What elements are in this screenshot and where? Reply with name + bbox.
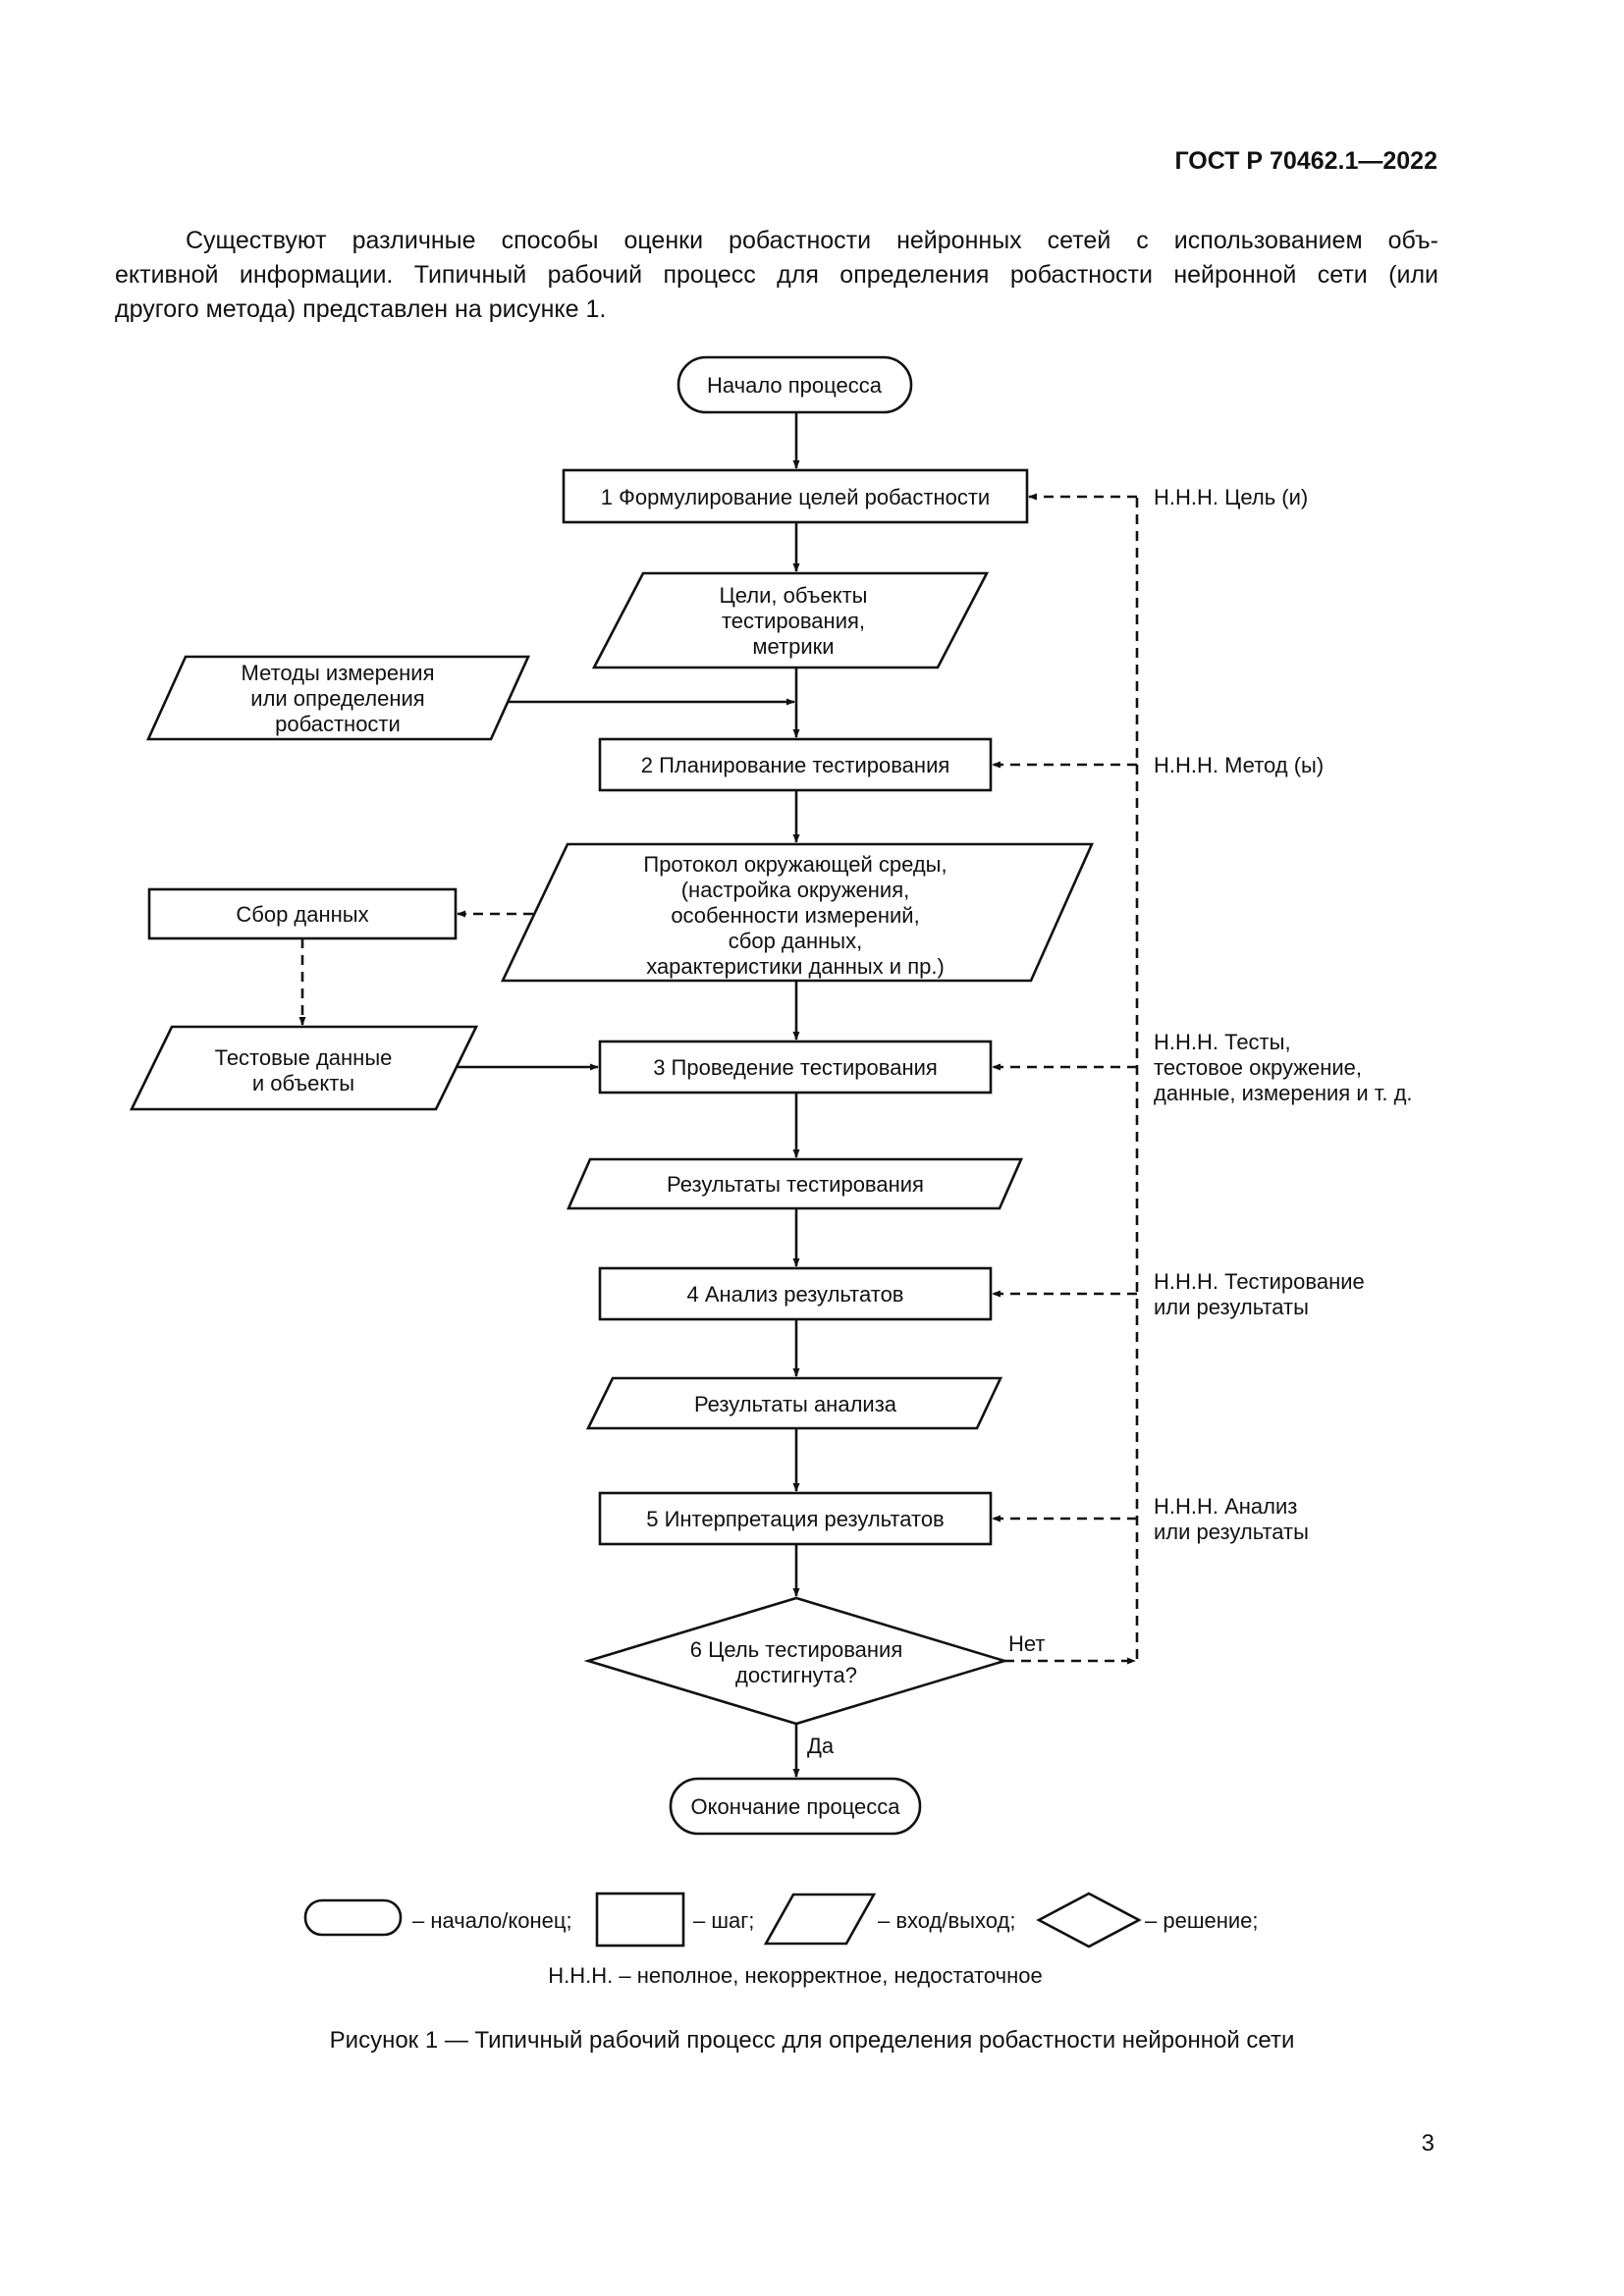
analysis-results-io: [585, 1376, 1003, 1430]
protocol-line-3: особенности измерений,: [671, 903, 919, 928]
no-label: Нет: [1008, 1631, 1045, 1656]
note-tests-line-2: тестовое окружение,: [1154, 1055, 1362, 1080]
document-header: ГОСТ Р 70462.1—2022: [1174, 147, 1437, 175]
data-collection-label: Сбор данных: [236, 902, 368, 927]
legend-terminal-text: – начало/конец;: [412, 1908, 572, 1933]
test-data-line-2: и объекты: [252, 1071, 354, 1095]
protocol-line-1: Протокол окружающей среды,: [643, 852, 947, 877]
step-2-label: 2 Планирование тестирования: [641, 753, 950, 777]
goals-line-2: тестирования,: [722, 609, 865, 633]
protocol-line-2: (настройка окружения,: [681, 878, 910, 902]
note-analysis-line-2: или результаты: [1154, 1520, 1309, 1544]
protocol-line-4: сбор данных,: [729, 929, 862, 953]
methods-io: [145, 655, 531, 741]
methods-line-3: робастности: [275, 712, 401, 736]
test-data-line-1: Тестовые данные: [215, 1045, 393, 1070]
goals-line-1: Цели, объекты: [720, 583, 868, 608]
intro-line-2: ективной информации. Типичный рабочий пр…: [115, 261, 1438, 289]
note-goal: Н.Н.Н. Цель (и): [1154, 485, 1308, 509]
step-4-label: 4 Анализ результатов: [687, 1282, 904, 1307]
legend-decision-text: – решение;: [1145, 1908, 1259, 1933]
goals-io: [591, 571, 990, 669]
legend-decision-shape: [1036, 1892, 1142, 1949]
start-label: Начало процесса: [707, 373, 883, 398]
step-5-label: 5 Интерпретация результатов: [646, 1507, 945, 1531]
note-testing-line-1: Н.Н.Н. Тестирование: [1154, 1269, 1365, 1294]
page-number: 3: [1421, 2130, 1435, 2157]
protocol-line-5: характеристики данных и пр.): [646, 954, 945, 979]
end-terminal: [669, 1777, 922, 1836]
test-results-label: Результаты тестирования: [667, 1172, 924, 1197]
note-tests-line-3: данные, измерения и т. д.: [1154, 1081, 1413, 1105]
goals-line-3: метрики: [752, 634, 834, 659]
legend-io-shape: [763, 1893, 877, 1946]
legend-step-text: – шаг;: [693, 1908, 754, 1933]
step-1-label: 1 Формулирование целей робастности: [601, 485, 990, 509]
decision-line-2: достигнута?: [735, 1663, 857, 1687]
intro-line-1: Существуют различные способы оценки роба…: [186, 227, 1438, 254]
methods-line-2: или определения: [250, 686, 424, 711]
intro-paragraph: Существуют различные способы оценки роба…: [115, 224, 1438, 327]
methods-line-1: Методы измерения: [242, 661, 435, 685]
note-tests-line-1: Н.Н.Н. Тесты,: [1154, 1030, 1291, 1054]
yes-label: Да: [807, 1734, 835, 1758]
legend-io-text: – вход/выход;: [878, 1908, 1015, 1933]
test-data-io: [129, 1025, 479, 1111]
intro-line-3: другого метода) представлен на рисунке 1…: [115, 295, 607, 323]
figure-caption: Рисунок 1 — Типичный рабочий процесс для…: [329, 2027, 1295, 2054]
legend-abbr-text: Н.Н.Н. – неполное, некорректное, недоста…: [548, 1963, 1042, 1988]
note-testing-line-2: или результаты: [1154, 1295, 1309, 1319]
note-analysis-line-1: Н.Н.Н. Анализ: [1154, 1494, 1297, 1519]
start-terminal: [677, 355, 913, 414]
analysis-results-label: Результаты анализа: [694, 1392, 897, 1416]
note-method: Н.Н.Н. Метод (ы): [1154, 753, 1324, 777]
end-label: Окончание процесса: [690, 1794, 900, 1819]
protocol-io: [500, 842, 1095, 983]
legend-terminal-shape: [303, 1898, 403, 1937]
decision-line-1: 6 Цель тестирования: [690, 1637, 902, 1662]
test-results-io: [567, 1157, 1023, 1210]
legend-step-shape: [595, 1892, 685, 1948]
step-3-label: 3 Проведение тестирования: [653, 1055, 938, 1080]
